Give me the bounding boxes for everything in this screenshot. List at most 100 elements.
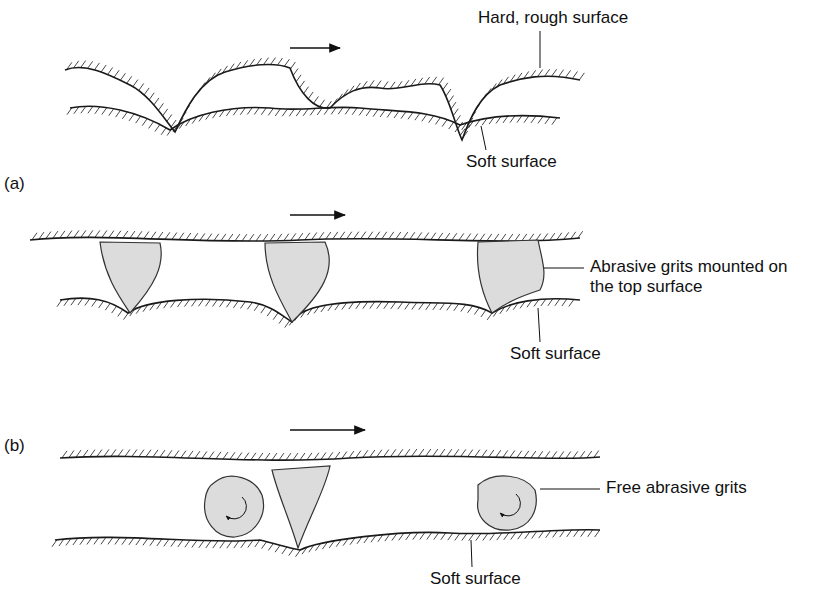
- hatch-stroke: [202, 451, 207, 458]
- hatch-stroke: [88, 61, 93, 68]
- hatch-stroke: [109, 231, 114, 238]
- mounted-grit: [478, 240, 544, 313]
- hatch-stroke: [108, 537, 113, 544]
- hatch-stroke: [120, 73, 125, 80]
- hatch-stroke: [165, 232, 170, 239]
- panel-label: (b): [4, 436, 25, 456]
- hatch-stroke: [95, 107, 100, 114]
- hatch-stroke: [461, 305, 466, 312]
- hatch-stroke: [277, 234, 282, 241]
- hatch-stroke: [161, 128, 166, 135]
- hatch-stroke: [354, 232, 359, 239]
- hatching: [32, 58, 600, 557]
- hatch-stroke: [574, 530, 579, 537]
- grit-label: Free abrasive grits: [606, 478, 747, 498]
- hatch-stroke: [254, 108, 259, 115]
- hatch-stroke: [303, 109, 308, 116]
- hatch-stroke: [377, 302, 382, 309]
- hatch-stroke: [432, 77, 437, 84]
- hatch-stroke: [282, 109, 287, 116]
- motion-arrow: [290, 47, 340, 49]
- hatch-stroke: [352, 108, 357, 115]
- hatch-stroke: [419, 449, 424, 456]
- hatch-stroke: [227, 541, 232, 548]
- hatch-stroke: [415, 113, 420, 120]
- leader-line: [540, 489, 600, 490]
- hatch-stroke: [251, 453, 256, 460]
- label-text: Soft surface: [466, 152, 557, 171]
- hatch-stroke: [104, 449, 109, 456]
- hatch-stroke: [298, 233, 303, 240]
- hatch-stroke: [560, 530, 565, 537]
- hatch-stroke: [412, 449, 417, 456]
- hatch-stroke: [230, 452, 235, 459]
- hatch-stroke: [399, 533, 404, 540]
- hatch-stroke: [271, 58, 276, 65]
- hatch-stroke: [116, 110, 121, 117]
- hatch-stroke: [473, 234, 478, 241]
- hatch-stroke: [234, 541, 239, 548]
- leader-line: [481, 126, 486, 150]
- hatch-stroke: [118, 309, 123, 316]
- hatch-stroke: [272, 453, 277, 460]
- top-surface: [60, 456, 600, 460]
- hatch-stroke: [289, 549, 294, 556]
- hatch-stroke: [517, 451, 522, 458]
- hatch-stroke: [81, 61, 86, 68]
- hatch-stroke: [545, 69, 550, 76]
- hatch-stroke: [431, 233, 436, 240]
- hatch-stroke: [333, 232, 338, 239]
- hatch-stroke: [242, 234, 247, 241]
- hatch-stroke: [408, 112, 413, 119]
- hatch-stroke: [142, 119, 147, 126]
- hatch-stroke: [216, 452, 221, 459]
- hatch-stroke: [167, 450, 172, 457]
- hatch-stroke: [83, 450, 88, 457]
- hatch-stroke: [249, 234, 254, 241]
- hatch-stroke: [206, 541, 211, 548]
- hatch-stroke: [452, 233, 457, 240]
- hatch-stroke: [417, 232, 422, 239]
- hatch-stroke: [223, 452, 228, 459]
- hatch-stroke: [209, 452, 214, 459]
- hatch-stroke: [369, 80, 374, 87]
- hatch-stroke: [483, 534, 488, 541]
- hatch-stroke: [394, 111, 399, 118]
- free-grit: [478, 476, 537, 530]
- hatch-stroke: [160, 450, 165, 457]
- hatch-stroke: [52, 540, 57, 547]
- hatch-stroke: [433, 449, 438, 456]
- hatch-stroke: [155, 124, 160, 131]
- hatch-stroke: [261, 306, 266, 313]
- hatch-stroke: [525, 532, 530, 539]
- hatch-stroke: [220, 300, 225, 307]
- hatch-stroke: [391, 302, 396, 309]
- hatch-stroke: [153, 450, 158, 457]
- mounted-grit: [100, 242, 161, 313]
- hatch-stroke: [102, 108, 107, 115]
- hatch-stroke: [282, 547, 287, 554]
- surface-label: Hard, rough surface: [478, 8, 628, 28]
- hatch-stroke: [80, 538, 85, 545]
- hatch-stroke: [144, 88, 149, 95]
- hatch-stroke: [296, 550, 301, 557]
- hatch-stroke: [359, 108, 364, 115]
- hatch-stroke: [461, 449, 466, 456]
- hatch-stroke: [149, 121, 154, 128]
- hatch-stroke: [195, 451, 200, 458]
- hatch-stroke: [185, 300, 190, 307]
- hatch-stroke: [508, 234, 513, 241]
- hatch-stroke: [109, 109, 114, 116]
- hatch-stroke: [213, 541, 218, 548]
- hatch-stroke: [139, 450, 144, 457]
- hatch-stroke: [468, 306, 473, 313]
- hatch-stroke: [263, 234, 268, 241]
- hatch-stroke: [261, 108, 266, 115]
- hatch-stroke: [543, 233, 548, 240]
- leader-line: [540, 31, 541, 68]
- hatch-stroke: [125, 449, 130, 456]
- hatch-stroke: [419, 303, 424, 310]
- hatch-stroke: [376, 81, 381, 88]
- hatch-stroke: [391, 449, 396, 456]
- hatch-stroke: [469, 534, 474, 541]
